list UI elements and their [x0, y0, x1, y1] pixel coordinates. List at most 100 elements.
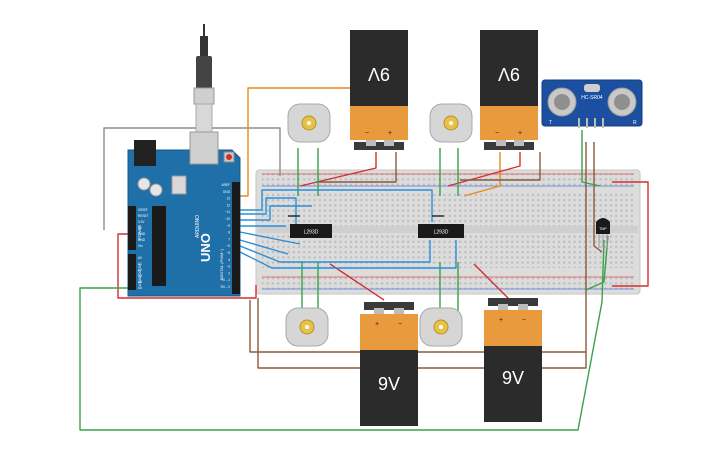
- battery-minus: −: [522, 317, 526, 324]
- driver-right: L293D: [418, 224, 464, 238]
- pin-label: ~5: [226, 251, 230, 255]
- pin-label: A0: [138, 256, 142, 260]
- dc-motor-bottom-right: [419, 307, 463, 347]
- pin-label: ~3: [226, 265, 230, 269]
- battery-top-left: 9V − +: [350, 30, 408, 150]
- battery-minus: −: [365, 130, 369, 137]
- pin-label: 3.3V: [138, 220, 145, 224]
- power-header: [128, 206, 136, 250]
- arduino-model: UNO: [198, 233, 213, 262]
- wire-red-3: [612, 181, 649, 287]
- wire-red-6: [473, 263, 511, 301]
- wire-green-10: [585, 235, 609, 291]
- wire-brown-1: [316, 152, 397, 183]
- breadboard: [255, 169, 641, 295]
- wire-blue-5: [239, 239, 289, 255]
- pin-label: AREF: [221, 183, 230, 187]
- temperature-sensor: TMP: [596, 218, 610, 248]
- pin-label: GND: [138, 232, 146, 236]
- wire-blue-1: [240, 189, 433, 222]
- battery-minus: −: [398, 321, 402, 328]
- microcontroller-chip: [152, 206, 166, 286]
- pin-label: ~9: [226, 224, 230, 228]
- usb-cable: [200, 36, 208, 70]
- battery-plus: +: [375, 321, 379, 328]
- driver-label: L293D: [434, 230, 449, 236]
- battery-plus: +: [388, 130, 392, 137]
- pin-label: 12: [226, 203, 230, 207]
- dc-motor-top-right: [429, 103, 473, 143]
- battery-label: 9V: [378, 374, 400, 394]
- pin-label: A3: [138, 274, 142, 278]
- battery-label: 9V: [502, 368, 524, 388]
- analog-header-label: ANALOG IN: [137, 264, 142, 286]
- dc-motor-bottom-left: [285, 307, 329, 347]
- digital-header: [232, 182, 240, 294]
- sensor-label: HC-SR04: [581, 95, 603, 101]
- pin-label: 4: [228, 258, 230, 262]
- dc-motor-top-left: [287, 103, 331, 143]
- pin-label: TX→1: [221, 278, 230, 282]
- wire-green-long: [79, 239, 605, 431]
- pin-label: 8: [228, 231, 230, 235]
- wires: [79, 87, 649, 431]
- pin-label: ~11: [225, 210, 230, 214]
- wire-red-4: [117, 233, 257, 299]
- digital-header-label: DIGITAL (PWM~): [219, 248, 224, 280]
- wire-blue-7: [239, 240, 457, 269]
- pin-label: A2: [138, 268, 142, 272]
- wire-green-9: [581, 130, 601, 187]
- wire-blue-8: [239, 231, 301, 245]
- wire-brown-5: [593, 142, 603, 253]
- wire-brown-2: [460, 152, 541, 181]
- analog-header: [128, 254, 136, 290]
- driver-label: L293D: [304, 230, 319, 236]
- battery-minus: −: [495, 130, 499, 137]
- pin-label: Vin: [138, 244, 143, 248]
- power-header-label: POWER: [137, 225, 142, 240]
- pin-label: 2: [228, 271, 230, 275]
- pin-label: 5V: [138, 226, 143, 230]
- pin-label: GND: [223, 190, 231, 194]
- ultrasonic-sensor: HC-SR04 T R: [541, 79, 643, 128]
- pin-label: A4: [138, 280, 142, 284]
- wire-red-1: [299, 152, 377, 187]
- battery-bottom-left: + − 9V: [360, 302, 418, 426]
- battery-plus: +: [518, 130, 522, 137]
- wire-orange-1: [240, 87, 362, 197]
- wire-orange-2: [463, 152, 501, 197]
- temp-sensor-label: TMP: [599, 227, 607, 231]
- wire-grey: [103, 127, 281, 230]
- pin-label: A5: [138, 286, 142, 290]
- battery-label: 9V: [368, 64, 390, 84]
- battery-top-right: 9V − +: [480, 30, 538, 150]
- battery-label: 9V: [498, 64, 520, 84]
- pin-label: ~10: [225, 217, 231, 221]
- pin-label: 7: [228, 237, 230, 241]
- wire-brown-3: [257, 142, 587, 369]
- pin-label: IOREF: [138, 208, 148, 212]
- pin-label: A1: [138, 262, 142, 266]
- wire-brown-4: [249, 300, 586, 353]
- pin-label: GND: [138, 238, 146, 242]
- wire-blue-6: [239, 240, 431, 263]
- pin-label: RX←0: [221, 285, 231, 289]
- wire-red-5: [329, 263, 385, 301]
- arduino-uno-board: ARDUINO UNO DIGITAL (PWM~) POWER ANALOG …: [127, 24, 241, 297]
- pin-label: ~6: [226, 244, 230, 248]
- battery-bottom-right: + − 9V: [484, 298, 542, 422]
- power-pin-labels: IOREF RESET 3.3V 5V GND GND Vin: [138, 208, 149, 248]
- wire-blue-3: [240, 205, 312, 221]
- sensor-pin-t: T: [549, 120, 552, 126]
- battery-plus: +: [499, 317, 503, 324]
- pin-label: RESET: [138, 214, 149, 218]
- sensor-pin-r: R: [633, 120, 637, 126]
- arduino-brand: ARDUINO: [195, 215, 201, 238]
- digital-pin-labels: AREF GND 13 12 ~11 ~10 ~9 8 7 ~6 ~5 4 ~3 2TX→1RX←0: [221, 183, 231, 289]
- usb-port: [189, 131, 219, 165]
- power-jack: [134, 140, 156, 166]
- pin-label: 13: [226, 197, 230, 201]
- capacitor: [137, 177, 151, 191]
